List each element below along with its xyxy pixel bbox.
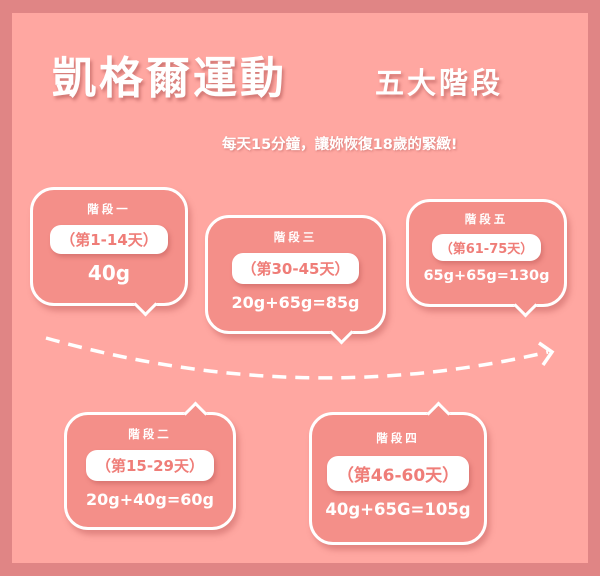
days-pill: （第46-60天） — [326, 456, 470, 491]
stage-4-bubble: 階段四 （第46-60天） 40g+65G=105g — [309, 401, 487, 545]
stage-5-bubble: 階段五 （第61-75天） 65g+65g=130g — [406, 199, 567, 318]
stage-amount: 20g+40g=60g — [86, 490, 214, 509]
days-pill: （第15-29天） — [86, 450, 214, 481]
tagline: 每天15分鐘，讓妳恢復18歲的緊緻! — [222, 137, 458, 153]
page-title: 凱格爾運動 — [52, 53, 287, 104]
stage-3-bubble: 階段三 （第30-45天） 20g+65g=85g — [205, 215, 386, 345]
stage-1-bubble: 階段一 （第1-14天） 40g — [30, 187, 188, 317]
days-pill: （第30-45天） — [231, 253, 360, 284]
stage-amount: 40g+65G=105g — [325, 500, 471, 519]
stage-label: 階段一 — [87, 202, 131, 216]
stage-label: 階段三 — [273, 230, 318, 244]
stage-amount: 20g+65g=85g — [231, 293, 360, 312]
stage-2-bubble: 階段二 （第15-29天） 20g+40g=60g — [64, 401, 236, 530]
stage-amount: 65g+65g=130g — [423, 268, 550, 284]
days-pill: （第1-14天） — [50, 225, 168, 254]
page-subtitle: 五大階段 — [375, 66, 504, 100]
stage-label: 階段五 — [464, 212, 509, 226]
stage-amount: 40g — [87, 261, 131, 285]
stage-label: 階段四 — [376, 431, 420, 445]
stage-label: 階段二 — [128, 427, 172, 441]
days-pill: （第61-75天） — [431, 234, 542, 261]
